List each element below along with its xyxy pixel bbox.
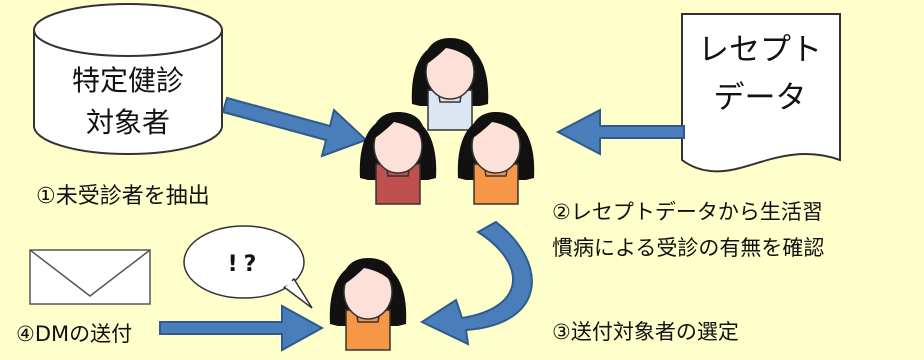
step-select: ③送付対象者の選定 [552,320,739,344]
arrow-db-to-group [221,96,368,158]
database-label: 特定健診 対象者 [38,60,218,144]
envelope-icon [29,249,151,305]
step-send: ④DMの送付 [16,322,133,346]
arrow-curved-selection [419,220,533,346]
step-check-line1: ②レセプトデータから生活習 [552,200,823,224]
database-icon [33,3,223,155]
arrow-doc-to-group [555,108,685,156]
document-label-line1: レセプト [698,32,822,68]
step-check-line2: 慣病による受診の有無を確認 [552,236,825,260]
person-selected-icon [329,257,407,351]
step-extract: ①未受診者を抽出 [36,184,210,209]
bubble-text: !? [227,252,263,277]
document-label-line2: データ [713,80,807,116]
person-left-icon [359,111,437,205]
document-icon [681,13,841,173]
document-label: レセプト データ [682,26,838,122]
database-label-line1: 特定健診 [71,64,184,97]
speech-bubble-icon [183,225,313,309]
arrow-envelope-to-person [159,304,325,352]
database-label-line2: 対象者 [85,106,170,139]
person-top-icon [411,37,489,131]
